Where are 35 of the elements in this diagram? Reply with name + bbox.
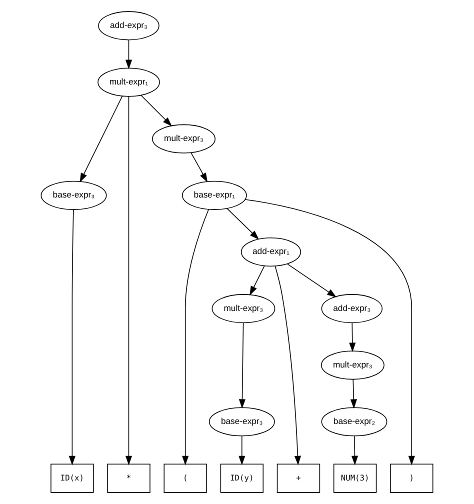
arrow xyxy=(274,266,302,466)
node-box: ) xyxy=(390,464,434,493)
node-ellipse: base-expr₃ xyxy=(40,180,107,210)
arrow xyxy=(244,199,415,466)
node-ellipse: add-expr₃ xyxy=(98,11,160,40)
arrow xyxy=(190,152,208,182)
arrow xyxy=(125,96,132,466)
node-box: ( xyxy=(164,464,207,493)
node-ellipse: mult-expr₁ xyxy=(98,68,160,97)
arrow xyxy=(80,96,123,182)
node-ellipse: mult-expr₃ xyxy=(212,294,276,324)
arrow xyxy=(349,322,356,352)
node-ellipse: mult-expr₃ xyxy=(320,350,384,380)
node-ellipse: base-expr₂ xyxy=(321,407,388,436)
arrow xyxy=(238,322,246,409)
node-box: * xyxy=(107,464,150,493)
node-box: + xyxy=(276,464,320,493)
arrow xyxy=(226,208,260,240)
arrow xyxy=(350,379,357,409)
node-ellipse: mult-expr₃ xyxy=(152,124,216,154)
arrow xyxy=(286,264,337,298)
node-box: NUM(3) xyxy=(333,464,377,493)
node-ellipse: add-expr₃ xyxy=(321,294,383,324)
arrow xyxy=(182,209,209,466)
node-box: ID(y) xyxy=(220,464,264,493)
arrow xyxy=(250,265,265,296)
arrow xyxy=(125,40,132,70)
node-ellipse: base-expr₃ xyxy=(208,407,275,436)
arrow xyxy=(140,94,172,126)
arrow xyxy=(351,436,358,466)
node-ellipse: add-expr₁ xyxy=(240,237,302,267)
node-ellipse: base-expr₁ xyxy=(182,180,247,210)
arrow xyxy=(238,436,246,466)
node-box: ID(x) xyxy=(50,464,94,493)
arrow xyxy=(68,209,76,466)
